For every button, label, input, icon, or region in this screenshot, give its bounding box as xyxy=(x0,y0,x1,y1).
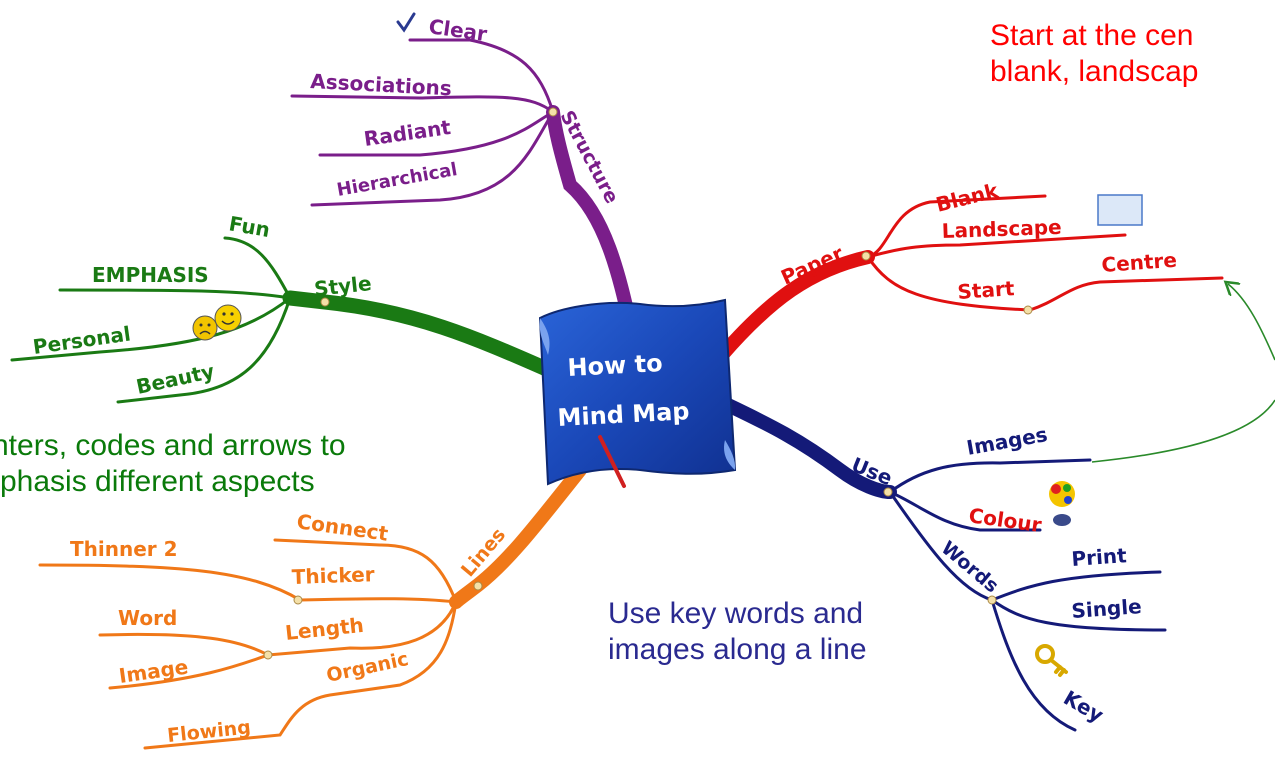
start-node xyxy=(1023,305,1033,315)
arrow-connector-line xyxy=(1091,399,1275,463)
style-emphasis-line xyxy=(58,288,292,300)
structure-hierarchical-line xyxy=(310,110,555,207)
thicker-label: Thicker xyxy=(291,562,375,589)
structure-associations-line xyxy=(290,94,555,114)
word-label: Word xyxy=(118,606,177,630)
paper-landscape-line xyxy=(866,233,1127,259)
radiant-label: Radiant xyxy=(362,115,452,151)
lines-thicker-thinner-line xyxy=(38,563,458,604)
paper-blank-line xyxy=(866,194,1047,259)
use-print-line xyxy=(990,570,1162,602)
note-green-line1: nters, codes and arrows to xyxy=(0,429,346,462)
images-label: Images xyxy=(965,422,1049,460)
single-label: Single xyxy=(1071,594,1143,623)
paper-node xyxy=(861,251,871,261)
centre-label: Centre xyxy=(1101,248,1178,277)
scroll-curl-top xyxy=(539,318,550,355)
hierarchical-label: Hierarchical xyxy=(335,159,459,201)
structure-radiant-line xyxy=(318,110,555,157)
organic-label: Organic xyxy=(324,648,410,687)
note-start-at-centre: Start at the cen blank, landscap xyxy=(990,18,1198,90)
use-words-line xyxy=(888,490,994,602)
length-label: Length xyxy=(284,613,365,645)
structure-main-line xyxy=(546,105,642,352)
use-images-line xyxy=(888,458,1092,494)
center-title-line2: Mind Map xyxy=(557,397,690,432)
print-label: Print xyxy=(1071,543,1128,571)
branch-paper xyxy=(715,194,1224,362)
thicker-node xyxy=(293,595,303,605)
central-image: How to Mind Map xyxy=(538,298,737,488)
note-red-line2: blank, landscap xyxy=(990,55,1199,88)
colour-label: Colour xyxy=(967,503,1043,537)
words-node xyxy=(987,595,997,605)
center-title-line1: How to xyxy=(567,349,663,382)
structure-node xyxy=(548,107,558,117)
checkmark-icon xyxy=(396,12,416,33)
style-beauty-line xyxy=(116,296,292,404)
scroll-curl-bottom xyxy=(724,440,736,470)
paper-main-line xyxy=(715,250,875,362)
style-node xyxy=(320,297,330,307)
pencil-icon xyxy=(598,435,626,488)
note-blue-line2: images along a line xyxy=(608,633,867,666)
beauty-label: Beauty xyxy=(134,359,216,399)
lines-main-line xyxy=(449,463,587,609)
style-fun-line xyxy=(223,236,292,300)
structure-clear-line xyxy=(408,38,555,114)
landscape-label: Landscape xyxy=(941,215,1062,243)
colour-palette-icon xyxy=(1049,481,1075,526)
blank-label: Blank xyxy=(933,178,1001,217)
note-red-line1: Start at the cen xyxy=(990,19,1194,52)
use-node xyxy=(883,487,893,497)
key-label: Key xyxy=(1060,686,1108,728)
length-node xyxy=(263,650,273,660)
emphasis-label: EMPHASIS xyxy=(92,263,209,287)
fun-label: Fun xyxy=(227,211,272,242)
paper-start-centre-line xyxy=(866,255,1224,312)
image-label: Image xyxy=(117,654,189,687)
note-key-words: Use key words and images along a line xyxy=(608,596,867,668)
branch-use xyxy=(721,398,1167,732)
arrow-connector-icon xyxy=(1228,284,1275,361)
smiley-faces-icon xyxy=(192,304,242,341)
flowing-label: Flowing xyxy=(166,716,252,747)
use-single-line xyxy=(990,598,1167,632)
landscape-paper-icon xyxy=(1097,194,1143,226)
central-scroll xyxy=(538,298,737,486)
use-key-line xyxy=(990,598,1077,732)
start-label: Start xyxy=(957,276,1016,304)
branch-structure xyxy=(290,38,642,352)
lines-node xyxy=(473,581,483,591)
style-label: Style xyxy=(313,271,373,301)
note-arrows-emphasis: nters, codes and arrows to phasis differ… xyxy=(0,428,346,500)
lines-connect-line xyxy=(273,538,458,604)
style-main-line xyxy=(282,290,568,383)
branch-lines xyxy=(38,463,587,750)
use-colour-line xyxy=(888,490,1042,532)
key-icon xyxy=(1035,644,1068,677)
thinner-label: Thinner 2 xyxy=(70,537,178,561)
use-main-line xyxy=(721,398,897,499)
lines-organic-flowing-line xyxy=(143,600,458,750)
lines-image-line xyxy=(108,653,270,690)
note-green-line2: phasis different aspects xyxy=(0,465,315,498)
note-blue-line1: Use key words and xyxy=(608,597,864,630)
